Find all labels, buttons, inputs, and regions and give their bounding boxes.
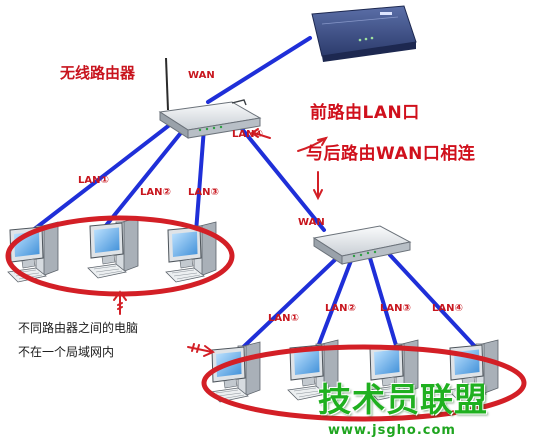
desktop-computer-icon	[87, 217, 139, 279]
port-label: LAN④	[232, 129, 263, 140]
port-label: LAN②	[140, 187, 171, 198]
wireless-router-label: 无线路由器	[60, 64, 136, 82]
port-label: LAN①	[78, 175, 109, 186]
desktop-computer-icon	[209, 341, 261, 403]
modem-icon	[311, 5, 417, 62]
red-arrow-icon	[113, 290, 127, 315]
cable-lines	[26, 36, 482, 356]
front-router-lan-text: 前路由LAN口	[310, 103, 420, 123]
port-label: LAN③	[188, 187, 219, 198]
port-label: LAN②	[325, 303, 356, 314]
port-label: LAN④	[432, 303, 463, 314]
wan-port-label: WAN	[188, 70, 215, 81]
port-label: LAN①	[268, 313, 299, 324]
lan-group-ellipse	[201, 344, 527, 422]
red-arrow-icon	[187, 343, 215, 357]
red-arrow-icon	[250, 128, 329, 201]
connect-back-wan-text: 与后路由WAN口相连	[306, 144, 476, 164]
note-line-2: 不在一个局域网内	[18, 345, 115, 359]
wan-port-label: WAN	[298, 217, 325, 228]
port-label: LAN③	[380, 303, 411, 314]
router-icon	[158, 57, 262, 139]
router-icon	[312, 225, 412, 265]
watermark-url: www.jsgho.com	[328, 423, 456, 438]
watermark-title: 技术员联盟	[318, 380, 488, 419]
note-line-1: 不同路由器之间的电脑	[18, 321, 139, 335]
